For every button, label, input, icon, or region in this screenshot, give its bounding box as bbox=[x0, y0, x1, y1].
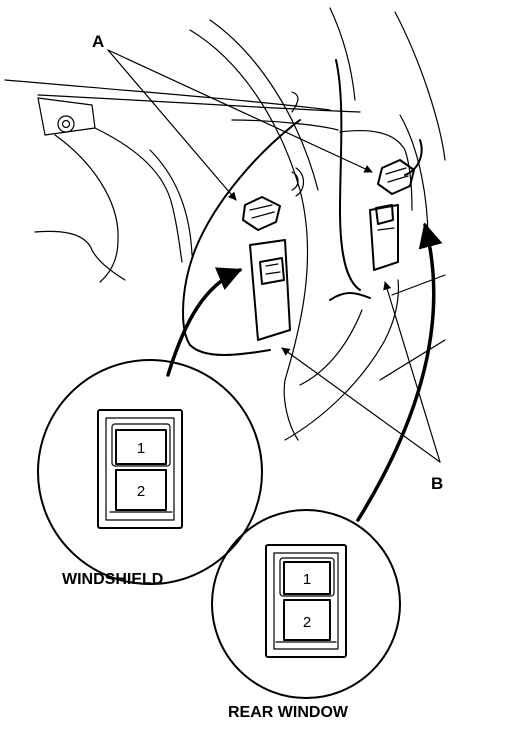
connector-b-right bbox=[369, 204, 399, 271]
rear-window-pin-2: 2 bbox=[303, 614, 311, 631]
rear-window-pin-1: 1 bbox=[303, 571, 311, 588]
rear-window-connector-face bbox=[265, 544, 347, 658]
windshield-pin-1: 1 bbox=[137, 440, 145, 457]
rear-window-detail bbox=[211, 509, 401, 699]
callout-b-leaders bbox=[281, 274, 446, 463]
connector-a-left bbox=[242, 196, 281, 231]
windshield-caption: WINDSHIELD bbox=[62, 571, 163, 588]
connector-a-right bbox=[377, 159, 415, 195]
callout-a: A bbox=[92, 32, 104, 51]
windshield-detail bbox=[37, 359, 263, 585]
windshield-pointer-arrow bbox=[166, 267, 243, 377]
rear-window-caption: REAR WINDOW bbox=[228, 704, 349, 721]
rear-window-pointer-arrow bbox=[356, 222, 443, 522]
callout-b: B bbox=[431, 474, 443, 493]
windshield-pin-2: 2 bbox=[137, 483, 145, 500]
connector-b-left bbox=[249, 239, 291, 341]
callout-a-leaders bbox=[107, 49, 373, 201]
windshield-connector-face bbox=[97, 409, 183, 529]
